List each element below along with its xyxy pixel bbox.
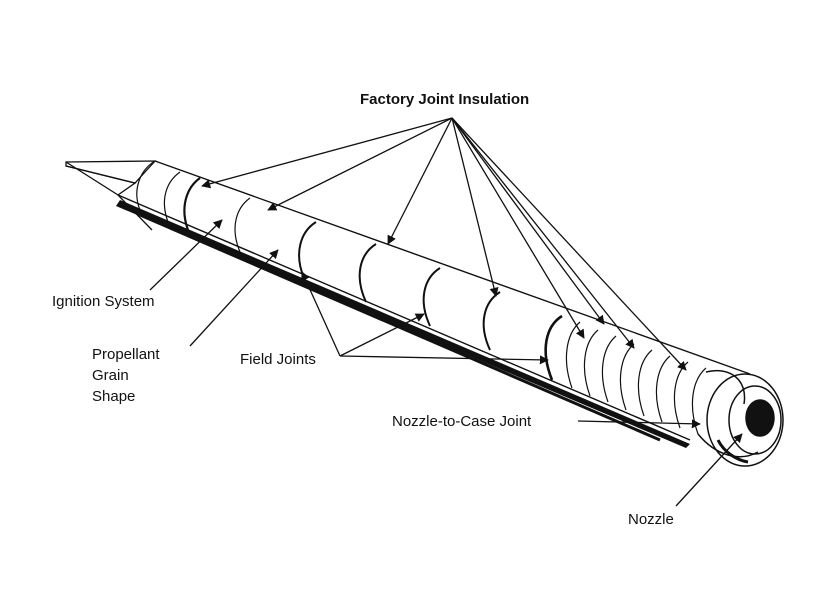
- factory-joint-insulation-label: Factory Joint Insulation: [360, 90, 529, 110]
- field-joint-leaders: [302, 272, 548, 360]
- nose-cone: [66, 161, 155, 230]
- nozzle-label: Nozzle: [628, 510, 674, 530]
- ignition-system-label: Ignition System: [52, 292, 155, 312]
- propellant-label-line-2: Grain: [92, 365, 160, 386]
- propellant-label-line-3: Shape: [92, 386, 160, 407]
- segment-rings: [137, 161, 706, 434]
- motor-case: [116, 161, 750, 448]
- propellant-grain-shape-label: Propellant Grain Shape: [92, 344, 160, 407]
- propellant-label-line-1: Propellant: [92, 344, 160, 365]
- propellant-leader: [190, 250, 278, 346]
- nozzle-to-case-joint-label: Nozzle-to-Case Joint: [392, 412, 531, 432]
- factory-joint-leaders: [202, 118, 686, 370]
- field-joints-label: Field Joints: [240, 350, 316, 370]
- nozzle-assembly: [698, 371, 783, 466]
